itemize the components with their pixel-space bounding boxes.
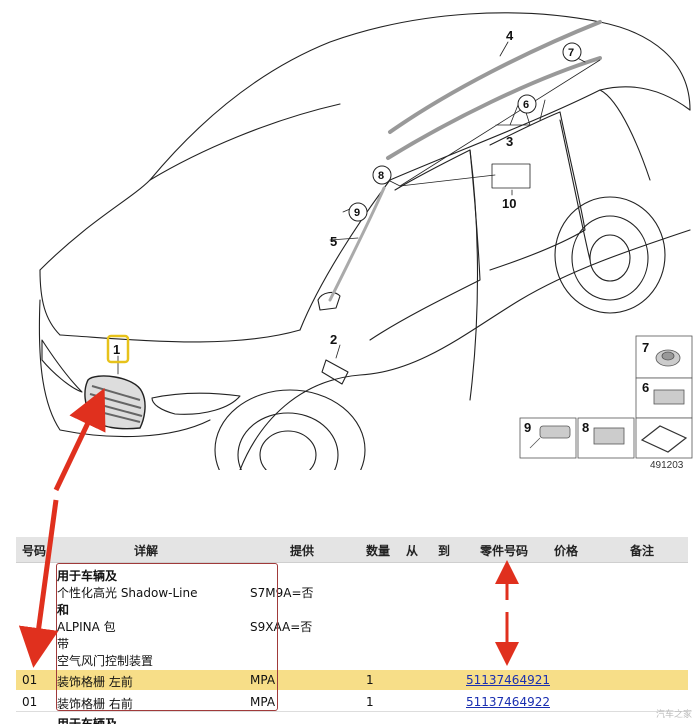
rear-wheel	[571, 215, 649, 301]
col-price: 价格	[554, 544, 579, 558]
hood-edge	[59, 329, 301, 343]
condition-line: 用于车辆及	[57, 569, 118, 583]
front-wheel	[237, 412, 339, 470]
row-no: 01	[22, 673, 38, 687]
row-no: 01	[22, 695, 38, 709]
table-header: 号码 详解 提供 数量 从 到 零件号码 价格 备注	[16, 537, 688, 563]
inset-label-6: 6	[642, 380, 649, 395]
part-number-link[interactable]: 51137464922	[466, 695, 550, 709]
row-supply: MPA	[250, 673, 276, 687]
mirror	[317, 291, 341, 311]
parts-diagram: 1 2 3 4 5 6 7 8 9 10 7 6 9 8 491203	[38, 12, 693, 470]
condition-code: S9XAA=否	[250, 620, 313, 634]
condition-frame	[56, 563, 278, 711]
inset-label-7: 7	[642, 340, 649, 355]
hood-front	[39, 269, 61, 336]
grille-highlight-box	[106, 334, 130, 364]
roof-rail-3	[386, 56, 602, 160]
condition-line: 带	[57, 637, 70, 651]
col-detail: 详解	[134, 544, 159, 558]
row-supply: MPA	[250, 695, 276, 709]
part-number-link[interactable]: 51137464921	[466, 673, 550, 687]
rear-window	[599, 89, 651, 181]
rear-wheel-arch	[554, 196, 666, 314]
condition-block: 用于车辆及 个性化高光 Shadow-Line 和 ALPINA 包 带 空气风…	[16, 563, 688, 670]
col-from: 从	[406, 544, 419, 558]
next-condition-label: 用于车辆及	[57, 717, 118, 724]
callout-3: 3	[506, 134, 513, 149]
side-body	[389, 86, 691, 181]
front-wheel-hub	[259, 430, 317, 470]
callout-1: 1	[113, 342, 120, 357]
part10-box	[491, 163, 531, 189]
row-detail: 装饰格栅 左前	[57, 675, 133, 689]
inset-label-9: 9	[524, 420, 531, 435]
condition-code: S7M9A=否	[250, 586, 314, 600]
row-detail: 装饰格栅 右前	[57, 697, 133, 711]
roof-rail-4	[388, 20, 602, 134]
condition-line: 空气风门控制装置	[57, 654, 154, 668]
windshield-top	[149, 103, 341, 181]
inset-label-8: 8	[582, 420, 589, 435]
pillar-trim-5	[328, 186, 386, 302]
callout-4: 4	[506, 28, 514, 43]
window-rear	[489, 111, 586, 271]
condition-line: ALPINA 包	[57, 620, 116, 634]
callout-7: 7	[568, 47, 574, 59]
roof-outline	[149, 12, 691, 181]
condition-line: 和	[57, 603, 70, 617]
col-part-no: 零件号码	[480, 544, 529, 558]
row-qty: 1	[366, 695, 374, 709]
parts-table: 号码 详解 提供 数量 从 到 零件号码 价格 备注 用于车辆及 个性化高光 S…	[16, 537, 688, 724]
col-no: 号码	[22, 544, 47, 558]
front-wheel-arch	[214, 389, 366, 470]
callout-6: 6	[523, 99, 529, 111]
next-condition-row: 用于车辆及	[16, 715, 688, 724]
callout-2: 2	[330, 332, 337, 347]
inset-panel	[519, 335, 693, 459]
table-row[interactable]: 01 装饰格栅 左前 MPA 1 51137464921	[16, 670, 688, 690]
callout-10: 10	[502, 196, 516, 211]
side-lower	[239, 229, 691, 470]
rear-wheel-hub	[589, 234, 631, 282]
callout-8: 8	[378, 170, 384, 182]
door-line-2	[559, 119, 591, 261]
callout-9: 9	[354, 207, 360, 219]
callout-5: 5	[330, 234, 337, 249]
col-qty: 数量	[366, 544, 391, 558]
table-row[interactable]: 01 装饰格栅 右前 MPA 1 51137464922	[16, 692, 688, 712]
a-pillar	[299, 179, 391, 331]
headlight-right	[151, 392, 241, 415]
diagram-ref-number: 491203	[650, 460, 684, 470]
row-qty: 1	[366, 673, 374, 687]
headlight-left	[41, 339, 83, 393]
condition-line: 个性化高光 Shadow-Line	[57, 586, 198, 600]
watermark: 汽车之家	[655, 710, 692, 720]
kidney-grille	[84, 375, 146, 430]
side-vent	[321, 359, 349, 385]
col-note: 备注	[630, 544, 655, 558]
col-supply: 提供	[290, 544, 315, 558]
col-to: 到	[438, 544, 451, 558]
window-front	[369, 149, 481, 341]
hood-line	[39, 179, 151, 271]
